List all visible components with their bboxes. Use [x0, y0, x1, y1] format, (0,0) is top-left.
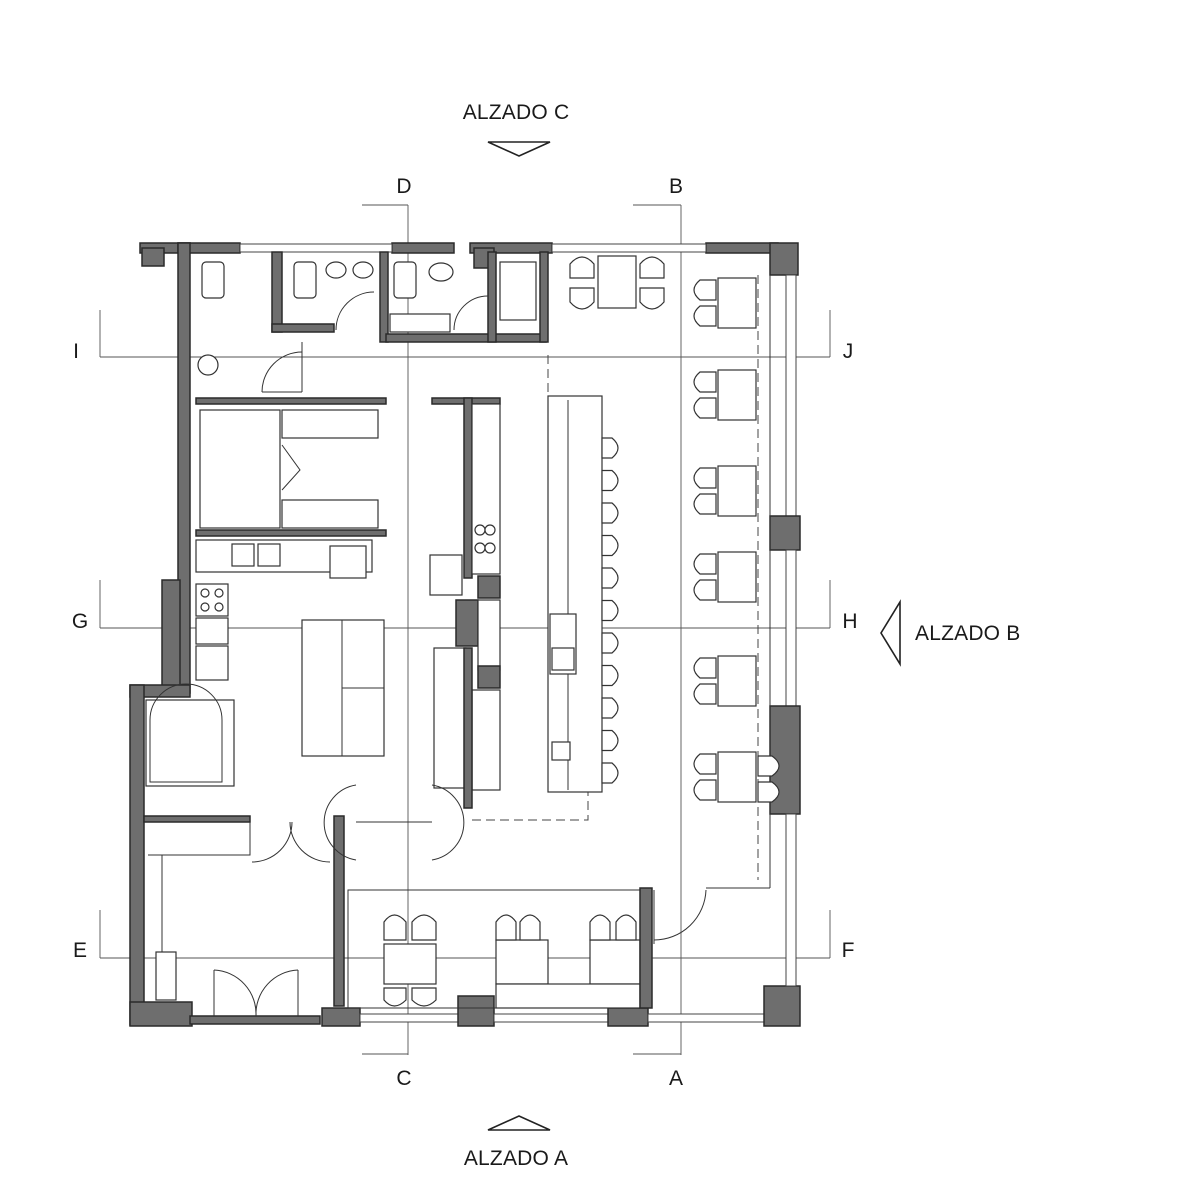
bar-stool [601, 664, 619, 687]
storage-rooms [195, 397, 387, 537]
bar-stool [601, 697, 619, 719]
elevation-label-right: ALZADO B [915, 622, 1020, 645]
bar-stool [601, 729, 619, 752]
bar-stool [601, 567, 619, 589]
section-label-e: E [73, 939, 87, 962]
bottom-dining [148, 822, 770, 1017]
bar-stools [601, 437, 619, 784]
elevation-label-top: ALZADO C [463, 101, 570, 124]
elevation-arrow-top [487, 141, 551, 157]
section-label-g: G [72, 610, 88, 633]
booth [693, 655, 757, 707]
booth [693, 369, 757, 421]
bar-stool [601, 469, 619, 492]
section-label-f: F [842, 939, 855, 962]
bar-stool [601, 437, 619, 459]
section-label-c: C [396, 1067, 411, 1090]
table-top [569, 255, 665, 310]
service-counters [323, 355, 589, 861]
elevation-label-bottom: ALZADO A [464, 1147, 568, 1170]
booth [693, 751, 757, 803]
bar-stool [601, 599, 619, 622]
booth-tables [693, 277, 780, 803]
section-label-j: J [843, 340, 854, 363]
bar-stool [601, 534, 619, 557]
kitchen [143, 539, 385, 1007]
section-label-a: A [669, 1067, 683, 1090]
section-label-h: H [842, 610, 857, 633]
booth-extra-chairs [757, 755, 780, 803]
elevation-arrow-bottom [487, 1115, 551, 1131]
section-label-i: I [73, 340, 79, 363]
section-label-d: D [396, 175, 411, 198]
bar-stool [601, 632, 619, 654]
bar-counter [547, 395, 603, 793]
elevation-arrow-right [880, 599, 901, 667]
booth [693, 465, 757, 517]
bar-stool [601, 762, 619, 784]
booth [693, 277, 757, 329]
bar-stool [601, 502, 619, 524]
booth [693, 551, 757, 603]
toilet-block [197, 251, 549, 393]
exterior-walls [129, 242, 801, 1027]
section-label-b: B [669, 175, 683, 198]
